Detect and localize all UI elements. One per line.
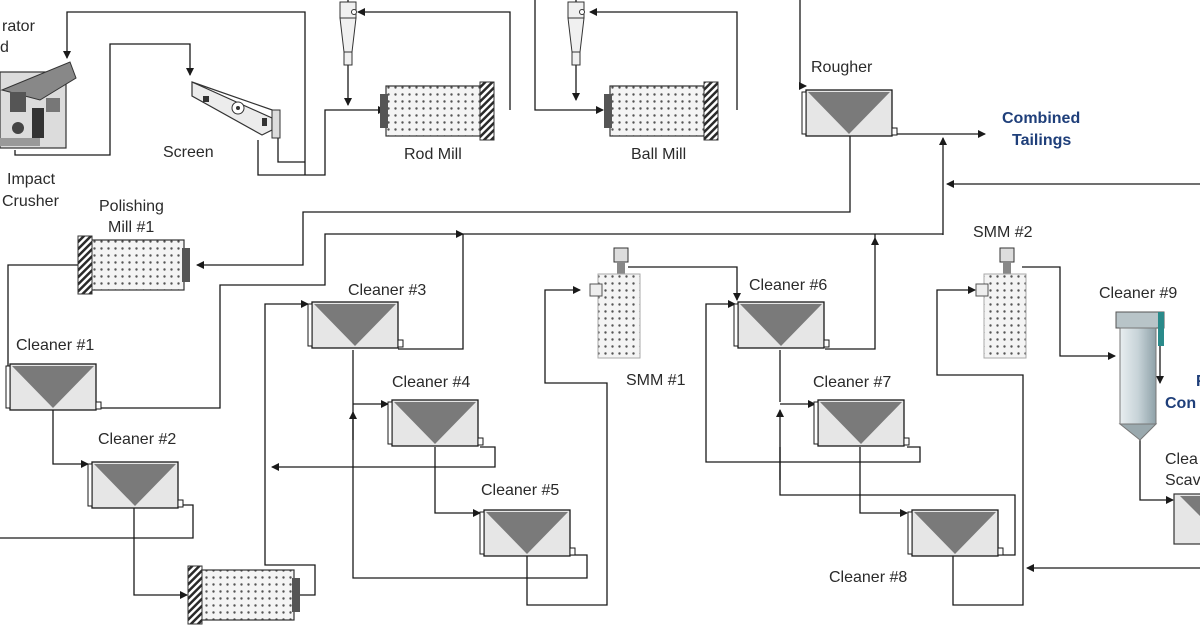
- impact-crusher-label-2: Crusher: [2, 193, 60, 210]
- flow-line: [0, 504, 194, 539]
- cleaner-2-label: Cleaner #2: [98, 431, 176, 448]
- flow-line: [434, 447, 481, 517]
- flotation-cells: [5, 89, 1004, 557]
- flow-line: [1022, 266, 1116, 360]
- smm-1-stirred-mill: [589, 247, 641, 359]
- vibrator-label-2: d: [0, 39, 9, 56]
- polishing-mill-label: Polishing: [99, 198, 164, 215]
- rougher-label: Rougher: [811, 59, 873, 76]
- smm-2-stirred-mill: [975, 247, 1027, 359]
- flow-line: [589, 8, 738, 110]
- flow-lines: [0, 0, 1200, 606]
- impact-crusher: [0, 61, 77, 149]
- cleaner-5-cell: [479, 509, 576, 557]
- flow-line: [357, 8, 511, 110]
- cleaner-9-label: Cleaner #9: [1099, 285, 1177, 302]
- cleaner-3-label: Cleaner #3: [348, 282, 426, 299]
- flow-line: [526, 286, 608, 606]
- vibrator-label: rator: [2, 18, 36, 35]
- flow-line: [352, 350, 588, 579]
- final-concentrate-label-2: Con: [1165, 395, 1196, 412]
- cleaner-6-cell: [733, 301, 830, 349]
- cleaner-1-cell: [5, 363, 102, 411]
- ball-mill-label: Ball Mill: [631, 146, 686, 163]
- combined-tailings-label-2: Tailings: [1012, 132, 1071, 149]
- flow-line: [398, 234, 464, 350]
- flow-line: [257, 106, 386, 176]
- cleaner-8-label: Cleaner #8: [829, 569, 907, 586]
- flow-line: [1139, 428, 1174, 504]
- vibrating-screen: [191, 81, 281, 139]
- flow-line: [133, 505, 188, 599]
- cleaner-scavenger-label-2: Scav: [1165, 472, 1200, 489]
- flow-line: [264, 300, 316, 596]
- flow-line: [63, 11, 306, 175]
- flow-line: [628, 266, 741, 301]
- cleaner-4-label: Cleaner #4: [392, 374, 470, 391]
- impact-crusher-label: Impact: [7, 171, 56, 188]
- cyclone-2: [567, 1, 585, 66]
- cleaner-4-cell: [387, 399, 484, 447]
- cleaner-8-cell: [907, 509, 1004, 557]
- flow-line: [196, 130, 851, 269]
- cleaner-7-cell: [813, 399, 910, 447]
- flow-line: [14, 43, 194, 156]
- flow-line: [7, 264, 78, 374]
- flow-line: [277, 130, 305, 163]
- rougher-cell: [801, 89, 898, 137]
- flow-line: [799, 0, 807, 90]
- cleaner-scavenger-cell-partial: [1173, 493, 1200, 545]
- screen-label: Screen: [163, 144, 214, 161]
- cleaner-9-column: [1115, 311, 1165, 441]
- rod-mill: [380, 81, 495, 141]
- cleaner-3-cell: [307, 301, 404, 349]
- flow-line: [705, 300, 921, 463]
- flow-line: [859, 447, 908, 517]
- cleaner-1-label: Cleaner #1: [16, 337, 94, 354]
- smm-2-label: SMM #2: [973, 224, 1033, 241]
- rod-mill-label: Rod Mill: [404, 146, 462, 163]
- cleaner-5-label: Cleaner #5: [481, 482, 559, 499]
- flow-line: [936, 286, 1024, 606]
- labels: rator d Impact Crusher Screen Rod Mill B…: [0, 18, 1200, 586]
- cleaner-scavenger-label: Clea: [1165, 451, 1198, 468]
- combined-tailings-label: Combined: [1002, 110, 1080, 127]
- flow-line: [96, 230, 464, 409]
- flow-line: [52, 408, 89, 468]
- cyclone-1: [339, 1, 357, 66]
- cleaner-7-label: Cleaner #7: [813, 374, 891, 391]
- flow-line: [825, 237, 879, 350]
- smm-1-label: SMM #1: [626, 372, 686, 389]
- polishing-mill-1: [77, 235, 190, 295]
- cleaner-2-cell: [87, 461, 184, 509]
- polishing-mill-label-2: Mill #1: [108, 219, 154, 236]
- ball-mill: [604, 81, 719, 141]
- regrind-mill: [187, 565, 300, 625]
- flow-line: [534, 0, 604, 114]
- final-concentrate-label: F: [1196, 373, 1200, 390]
- cleaner-6-label: Cleaner #6: [749, 277, 827, 294]
- flow-line: [271, 446, 496, 471]
